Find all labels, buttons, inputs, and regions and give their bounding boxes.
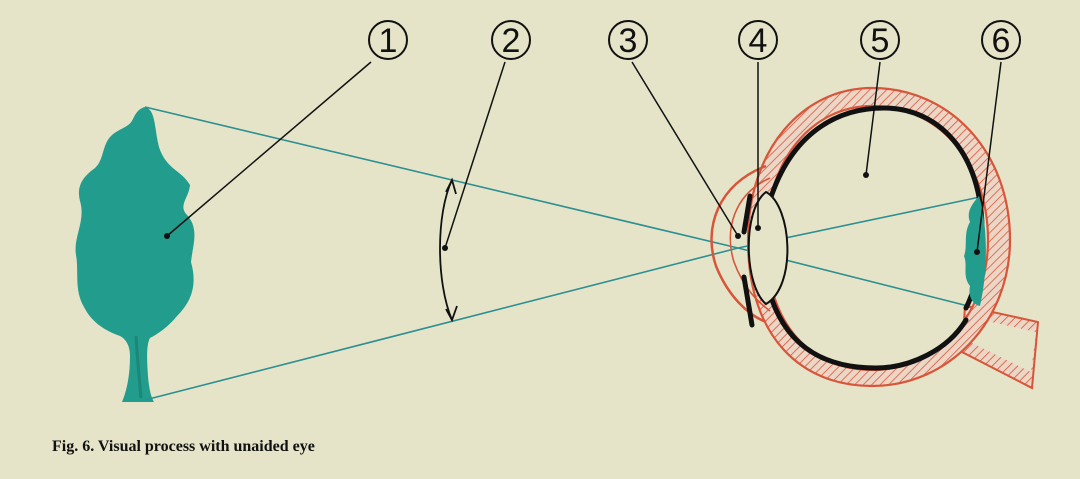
dot-2: [442, 245, 448, 251]
callout-6-text: 6: [992, 22, 1011, 60]
callout-4: 4: [739, 21, 777, 60]
callout-6: 6: [982, 21, 1020, 60]
callout-labels: 1 2 3 4 5 6: [369, 21, 1020, 60]
tree-object: [76, 107, 195, 402]
leader-1: [167, 62, 371, 236]
leader-3: [632, 62, 738, 236]
visual-rays: [145, 107, 980, 400]
leader-2: [445, 62, 505, 248]
figure-caption: Fig. 6. Visual process with unaided eye: [52, 438, 315, 456]
iris-lower: [744, 277, 752, 325]
dot-3: [735, 233, 741, 239]
tree-crown: [76, 107, 195, 402]
dot-4: [755, 225, 761, 231]
dot-5: [863, 172, 869, 178]
visual-angle: [440, 180, 457, 320]
callout-5-text: 5: [871, 22, 890, 60]
dot-1: [164, 233, 170, 239]
callout-1-text: 1: [379, 22, 398, 60]
callout-5: 5: [861, 21, 899, 60]
callout-4-text: 4: [749, 22, 768, 60]
leader-dots: [164, 172, 980, 255]
leader-lines: [167, 62, 1001, 252]
dot-6: [974, 249, 980, 255]
leader-5: [866, 62, 880, 175]
callout-3-text: 3: [619, 22, 638, 60]
callout-2-text: 2: [502, 22, 521, 60]
callout-2: 2: [492, 21, 530, 60]
eye: [712, 88, 1038, 388]
callout-3: 3: [609, 21, 647, 60]
callout-1: 1: [369, 21, 407, 60]
lens: [749, 192, 788, 304]
